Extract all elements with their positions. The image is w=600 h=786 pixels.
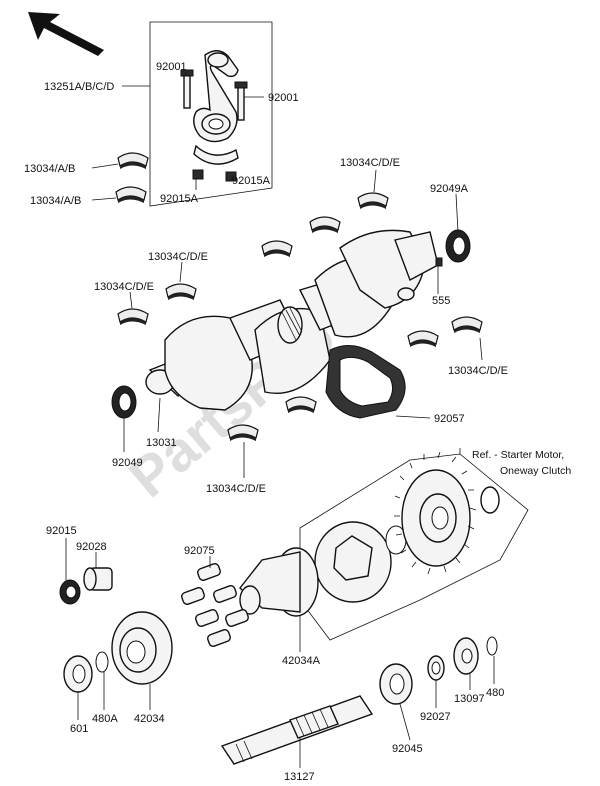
- label-13034cde-3: 13034C/D/E: [94, 281, 154, 293]
- label-92027: 92027: [420, 711, 451, 723]
- label-92015a-right: 92015A: [232, 175, 271, 187]
- bearing-shell-13034cde-9: [285, 396, 317, 414]
- bearing-shell-13034cde-3: [261, 240, 293, 258]
- bearing-shell-13034cde-1: [357, 192, 389, 210]
- label-13251: 13251A/B/C/D: [44, 81, 114, 93]
- rollers-92075: [181, 563, 249, 647]
- gear-42034: [111, 611, 173, 685]
- crankshaft: [145, 229, 439, 411]
- bearing-shell-13034-bottom: [115, 186, 147, 204]
- ref-starter-motor: Ref. - Starter Motor,: [472, 449, 564, 461]
- nut-92015a-left: [192, 169, 204, 180]
- nut-92015a-right: [225, 171, 237, 182]
- output-shaft-13127: [220, 695, 374, 765]
- label-13034-bottom: 13034/A/B: [30, 195, 81, 207]
- oneway-clutch-housing: [314, 521, 407, 603]
- collar-92027: [427, 655, 445, 681]
- bearing-shell-13034cde-4: [165, 283, 197, 301]
- label-92001-right: 92001: [268, 92, 299, 104]
- label-92075: 92075: [184, 545, 215, 557]
- bearing-shell-13034cde-5: [117, 308, 149, 326]
- starter-clutch-ref-box: [299, 453, 529, 641]
- label-92028: 92028: [76, 541, 107, 553]
- label-92015a-left: 92015A: [160, 193, 199, 205]
- bearing-92045: [379, 663, 413, 705]
- label-92057: 92057: [434, 413, 465, 425]
- bearing-shell-13034cde-7: [451, 316, 483, 334]
- label-555: 555: [432, 295, 450, 307]
- label-13034cde-1: 13034C/D/E: [340, 157, 400, 169]
- label-601: 601: [70, 723, 88, 735]
- leader-lines: [65, 72, 495, 768]
- bearing-601: [63, 655, 93, 693]
- circlip-480: [486, 636, 498, 656]
- ref-oneway-clutch: Oneway Clutch: [500, 465, 571, 477]
- label-13127: 13127: [284, 771, 315, 783]
- label-480a: 480A: [92, 713, 118, 725]
- label-13034cde-2: 13034C/D/E: [148, 251, 208, 263]
- bearing-shell-13034-top: [117, 152, 149, 170]
- bearing-92015: [59, 579, 81, 605]
- direction-arrow-icon: [28, 12, 104, 56]
- bearing-shell-13034cde-6: [407, 330, 439, 348]
- label-92049a: 92049A: [430, 183, 469, 195]
- label-92045: 92045: [392, 743, 423, 755]
- label-13034cde-5: 13034C/D/E: [206, 483, 266, 495]
- label-480: 480: [486, 687, 504, 699]
- label-42034a: 42034A: [282, 655, 321, 667]
- connecting-rod: [193, 50, 239, 165]
- oil-seal-92049: [111, 385, 137, 419]
- label-13097: 13097: [454, 693, 485, 705]
- label-92049: 92049: [112, 457, 143, 469]
- label-92015: 92015: [46, 525, 77, 537]
- bearing-shell-13034cde-10: [227, 424, 259, 442]
- conrod-group-box: [149, 21, 273, 207]
- starter-gear: [394, 451, 477, 575]
- collar-92028: [83, 567, 113, 591]
- bearing-shell-13034cde-2: [309, 216, 341, 234]
- bolt-92001-right: [234, 81, 248, 121]
- circlip-480a: [95, 651, 109, 673]
- gear-13097: [453, 637, 479, 675]
- label-13034cde-4: 13034C/D/E: [448, 365, 508, 377]
- label-13034-top: 13034/A/B: [24, 163, 75, 175]
- cam-chain: [325, 345, 406, 419]
- label-42034: 42034: [134, 713, 165, 725]
- oil-seal-92049a: [445, 229, 471, 263]
- pin-555: [435, 257, 443, 267]
- label-92001-left: 92001: [156, 61, 187, 73]
- label-13031: 13031: [146, 437, 177, 449]
- washer-ring: [480, 486, 500, 514]
- bolt-92001-left: [180, 69, 194, 109]
- gear-hub-42034a: [239, 547, 319, 617]
